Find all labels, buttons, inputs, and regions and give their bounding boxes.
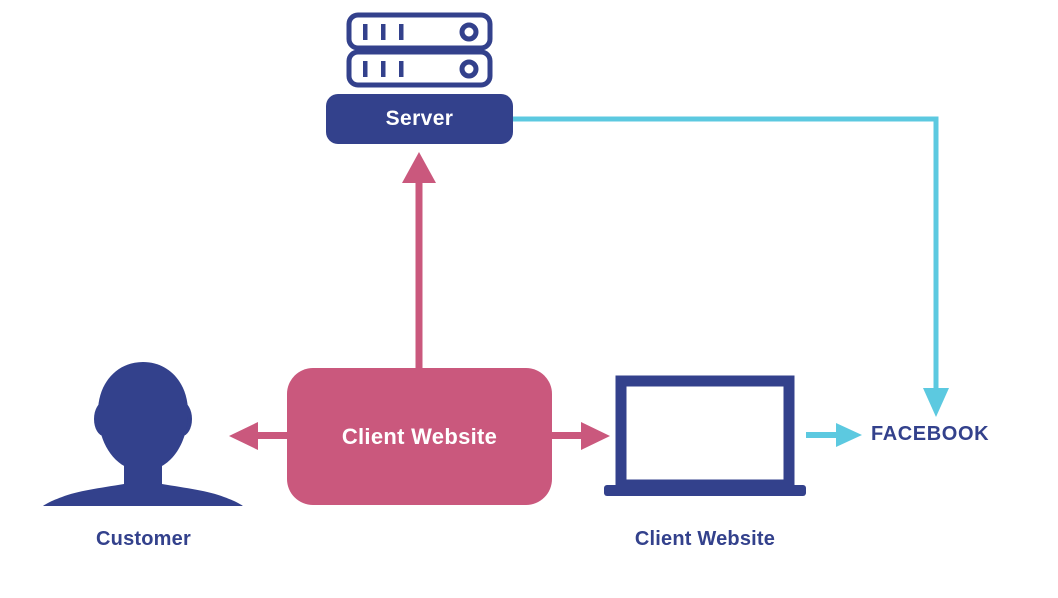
server-rack-led <box>459 59 479 79</box>
customer-caption: Customer <box>96 528 191 550</box>
connector-laptop-to-facebook-arrowhead <box>836 423 862 447</box>
connector-client-to-server <box>402 152 436 370</box>
client-website-box-label: Client Website <box>341 424 498 449</box>
connector-client-to-customer-arrowhead <box>229 422 258 450</box>
person-shoulders <box>43 452 243 506</box>
person-head <box>98 362 188 471</box>
connector-client-to-customer-line <box>253 432 289 439</box>
connector-laptop-to-facebook <box>806 423 862 447</box>
server-box[interactable] <box>326 94 513 144</box>
server-rack-bar <box>381 61 386 77</box>
connector-server-to-facebook-arrowhead <box>923 388 949 417</box>
server-rack-bar <box>399 61 404 77</box>
laptop-screen <box>615 375 795 491</box>
server-rack-bar <box>381 24 386 40</box>
person-silhouette-icon <box>43 362 243 506</box>
connector-client-to-laptop <box>552 422 610 450</box>
server-rack-bar <box>363 24 368 40</box>
server-rack-led <box>459 22 479 42</box>
client-website-box[interactable] <box>287 368 552 505</box>
laptop-base <box>604 485 806 496</box>
server-rack-icon <box>346 12 493 88</box>
laptop-caption: Client Website <box>634 528 776 550</box>
facebook-label: FACEBOOK <box>871 423 990 445</box>
server-rack-bar <box>399 24 404 40</box>
connector-client-to-server-line <box>415 176 423 370</box>
connector-laptop-to-facebook-line <box>806 432 840 438</box>
laptop-icon <box>604 375 806 496</box>
connector-client-to-laptop-line <box>552 432 586 439</box>
connector-server-to-facebook <box>510 116 949 417</box>
connector-server-to-facebook-line <box>510 116 939 392</box>
connector-client-to-customer <box>229 422 289 450</box>
connector-client-to-laptop-arrowhead <box>581 422 610 450</box>
server-rack-bar <box>363 61 368 77</box>
server-box-label: Server <box>385 107 454 130</box>
connector-client-to-server-arrowhead <box>402 152 436 183</box>
